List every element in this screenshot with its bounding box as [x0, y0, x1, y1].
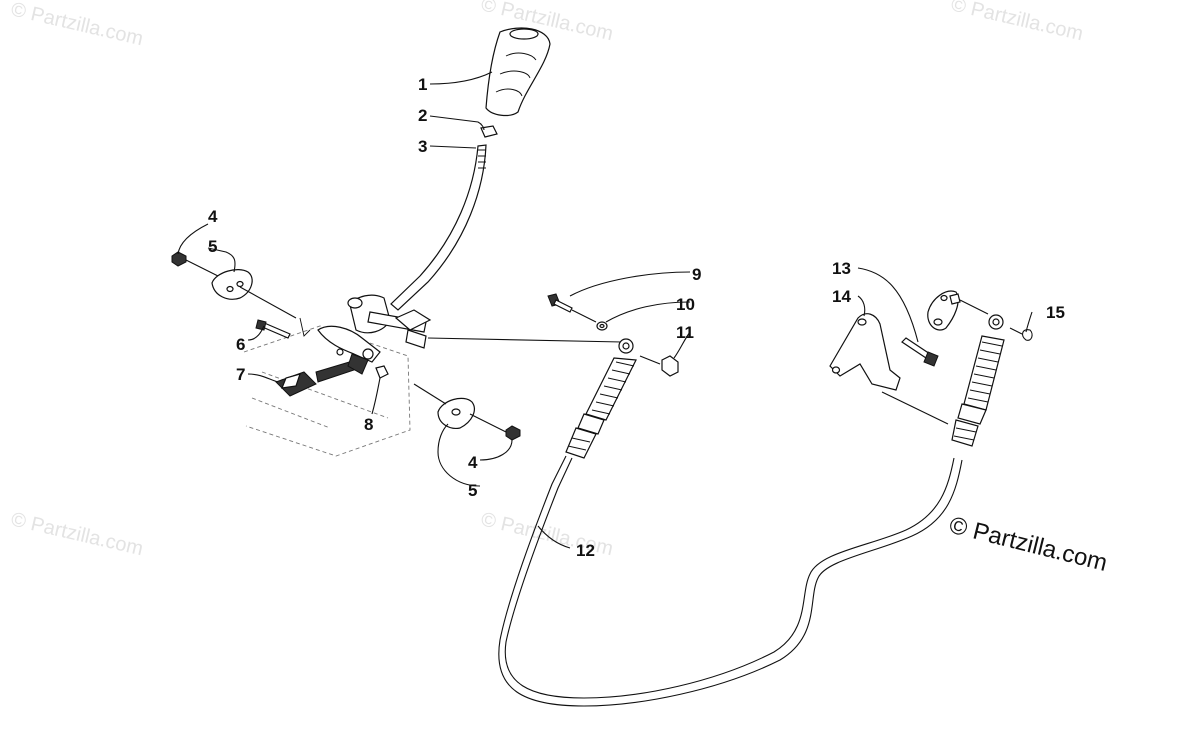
- callout-15: 15: [1046, 303, 1065, 322]
- switch-7: [275, 353, 369, 397]
- cable-right-end: [951, 314, 1005, 447]
- callout-10: 10: [676, 295, 695, 314]
- watermark-top-left: © Partzilla.com: [9, 0, 145, 50]
- bracket-14: [829, 313, 949, 425]
- cable-end-link: [927, 290, 989, 331]
- callout-8: 8: [364, 415, 373, 434]
- callout-4-upper: 4: [208, 207, 218, 226]
- knob-nut: [480, 125, 498, 138]
- callout-7: 7: [236, 365, 245, 384]
- callout-5-lower: 5: [468, 481, 477, 500]
- callout-2: 2: [418, 106, 427, 125]
- hardware-9-10-11: [547, 293, 679, 377]
- watermark-bottom-left: © Partzilla.com: [9, 508, 145, 560]
- watermark-top-right: © Partzilla.com: [949, 0, 1085, 45]
- watermarks: © Partzilla.com © Partzilla.com © Partzi…: [9, 0, 1085, 560]
- callout-12: 12: [576, 541, 595, 560]
- callout-labels: 1 2 3 4 5 6 7 8 4 5 9 10 11 12 13 14 15: [208, 75, 1065, 560]
- shift-knob: [485, 27, 551, 117]
- callout-9: 9: [692, 265, 701, 284]
- right-bolt-washer: [413, 383, 521, 441]
- cable-12-sheath-inner: [504, 457, 955, 699]
- shifter-bracket: [243, 317, 411, 457]
- leader-lines: [177, 71, 1033, 549]
- cable-12-sheath: [498, 455, 963, 707]
- callout-11: 11: [676, 323, 694, 342]
- shift-lever: [347, 144, 487, 349]
- callout-6: 6: [236, 335, 245, 354]
- nut-8: [375, 365, 389, 379]
- clip-15: [1009, 327, 1033, 341]
- copyright-text: © Partzilla.com: [947, 512, 1110, 577]
- callout-5-upper: 5: [208, 237, 217, 256]
- cable-left-end: [565, 338, 637, 459]
- callout-13: 13: [832, 259, 851, 278]
- callout-14: 14: [832, 287, 851, 306]
- screw-6: [255, 319, 291, 339]
- callout-1: 1: [418, 75, 427, 94]
- bolt-13: [901, 337, 939, 367]
- alignment-line-lever-cable: [427, 337, 623, 343]
- left-bolt-washer: [171, 251, 297, 319]
- callout-3: 3: [418, 137, 427, 156]
- callout-4-lower: 4: [468, 453, 478, 472]
